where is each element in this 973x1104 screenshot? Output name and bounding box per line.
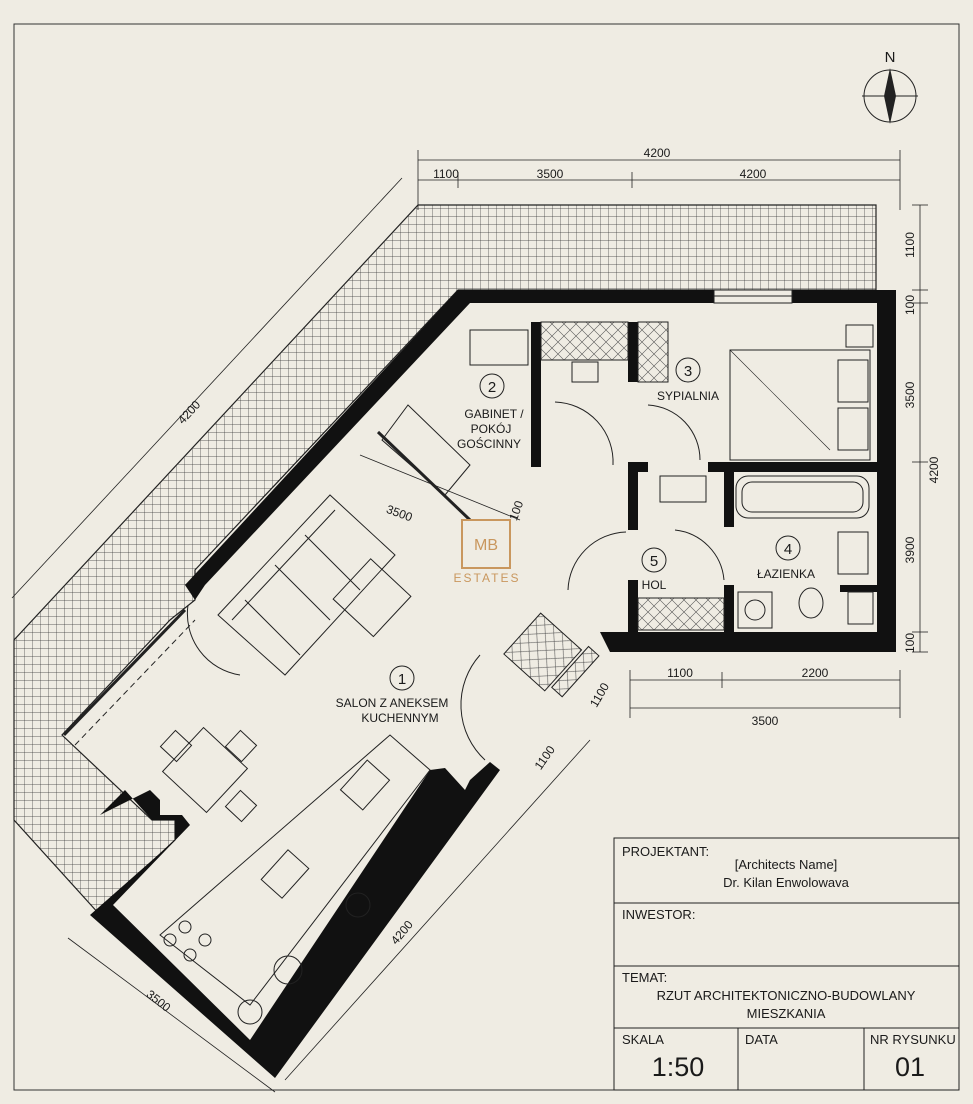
dim-kitchen-3500: 3500 <box>144 987 174 1015</box>
dim-top-2: 3500 <box>537 167 564 181</box>
dim-bottom-2200: 2200 <box>802 666 829 680</box>
room-label-5: 5 HOL <box>641 547 667 592</box>
door-swing <box>460 654 486 761</box>
inner-wall <box>628 472 638 530</box>
door-swing <box>647 404 701 461</box>
toilet-icon <box>798 587 824 619</box>
inner-wall <box>628 580 638 632</box>
dim-step-1100-b: 1100 <box>532 743 558 772</box>
subject-line-2: MIESZKANIA <box>747 1006 826 1021</box>
inner-wall <box>628 462 648 472</box>
inner-wall <box>724 585 734 632</box>
dim-bottom-1100: 1100 <box>667 666 693 680</box>
subject-label: TEMAT: <box>622 970 667 985</box>
dim-top-3: 4200 <box>740 167 767 181</box>
washing-machine-icon <box>273 955 303 985</box>
bed <box>729 349 871 461</box>
coffee-table <box>332 558 412 638</box>
svg-text:HOL: HOL <box>642 578 667 592</box>
svg-text:ŁAZIENKA: ŁAZIENKA <box>757 567 815 581</box>
dim-diag-left: 4200 <box>175 398 204 427</box>
room-label-1: 1 SALON Z ANEKSEM KUCHENNYM <box>336 665 449 725</box>
svg-text:POKÓJ: POKÓJ <box>471 421 512 436</box>
dim-step-1100-a: 1100 <box>587 680 612 710</box>
svg-text:SYPIALNIA: SYPIALNIA <box>657 389 719 403</box>
dim-kitchen-4200: 4200 <box>388 917 416 947</box>
balcony-door-glazing <box>62 608 187 737</box>
dim-right-3500: 3500 <box>903 381 917 408</box>
dim-top-overall: 4200 <box>644 146 671 160</box>
title-block <box>613 837 960 1091</box>
outer-wall-bottom <box>600 632 896 652</box>
door-swing <box>674 529 725 581</box>
door-swing <box>567 531 627 591</box>
dim-right-100b: 100 <box>903 633 917 653</box>
svg-text:MB: MB <box>474 537 498 554</box>
date-label: DATA <box>745 1032 778 1047</box>
shoe-cabinet <box>637 597 725 631</box>
dim-right-overall: 4200 <box>927 456 941 483</box>
svg-text:ESTATES: ESTATES <box>454 571 521 585</box>
svg-text:SALON Z ANEKSEM: SALON Z ANEKSEM <box>336 696 449 710</box>
dim-right-100a: 100 <box>903 295 917 315</box>
dimension-lines <box>11 150 928 1093</box>
dim-bottom-3500: 3500 <box>752 714 779 728</box>
inner-wall <box>628 322 638 382</box>
door-swing <box>186 604 241 676</box>
svg-text:GABINET /: GABINET / <box>464 407 524 421</box>
room-label-4: 4 ŁAZIENKA <box>757 535 815 581</box>
dim-inner-3500: 3500 <box>384 502 414 524</box>
designer-label: PROJEKTANT: <box>622 844 709 859</box>
svg-text:GOŚCINNY: GOŚCINNY <box>457 436 521 451</box>
outer-wall-right <box>792 290 896 652</box>
dim-inner-100: 100 <box>506 499 526 523</box>
wardrobe-bedroom <box>540 321 629 361</box>
designer-title: Dr. Kilan Enwolowava <box>723 875 849 890</box>
svg-text:1: 1 <box>398 671 406 688</box>
scale-value: 1:50 <box>652 1052 705 1082</box>
svg-text:2: 2 <box>488 379 496 396</box>
wardrobe <box>503 612 583 692</box>
svg-text:KUCHENNYM: KUCHENNYM <box>361 711 438 725</box>
inner-wall <box>531 322 541 467</box>
drawing-number-label: NR RYSUNKU <box>870 1032 956 1047</box>
sofa <box>217 494 396 676</box>
dim-top-1: 1100 <box>433 167 459 181</box>
inner-wall <box>708 462 878 472</box>
svg-text:5: 5 <box>650 553 658 570</box>
scale-label: SKALA <box>622 1032 664 1047</box>
desk <box>469 329 529 366</box>
svg-text:3: 3 <box>684 363 692 380</box>
room-label-3: 3 SYPIALNIA <box>657 357 719 403</box>
investor-label: INWESTOR: <box>622 907 695 922</box>
cooktop-icon <box>163 933 177 947</box>
chair <box>571 361 599 383</box>
dim-right-top: 1100 <box>903 232 917 258</box>
room-label-2: 2 GABINET / POKÓJ GOŚCINNY <box>457 373 524 451</box>
designer-name: [Architects Name] <box>735 857 838 872</box>
north-arrow-icon: N <box>862 49 918 124</box>
door-swing <box>554 401 614 466</box>
dim-right-3900: 3900 <box>903 536 917 563</box>
sink <box>659 475 707 503</box>
drawing-number-value: 01 <box>895 1052 925 1082</box>
brand-logo: MB ESTATES <box>454 519 521 585</box>
bathtub <box>735 475 870 519</box>
svg-text:4: 4 <box>784 541 792 558</box>
inner-wall <box>724 472 734 527</box>
drawing-frame <box>13 23 960 1091</box>
dining-table <box>159 726 258 823</box>
kitchen-wall <box>90 762 500 1078</box>
inner-wall <box>840 585 877 592</box>
study-sofa <box>381 404 471 496</box>
subject-line-1: RZUT ARCHITEKTONICZNO-BUDOWLANY <box>657 988 916 1003</box>
north-label: N <box>885 49 896 66</box>
kitchen-counter <box>159 734 431 1006</box>
sliding-door <box>376 430 472 522</box>
